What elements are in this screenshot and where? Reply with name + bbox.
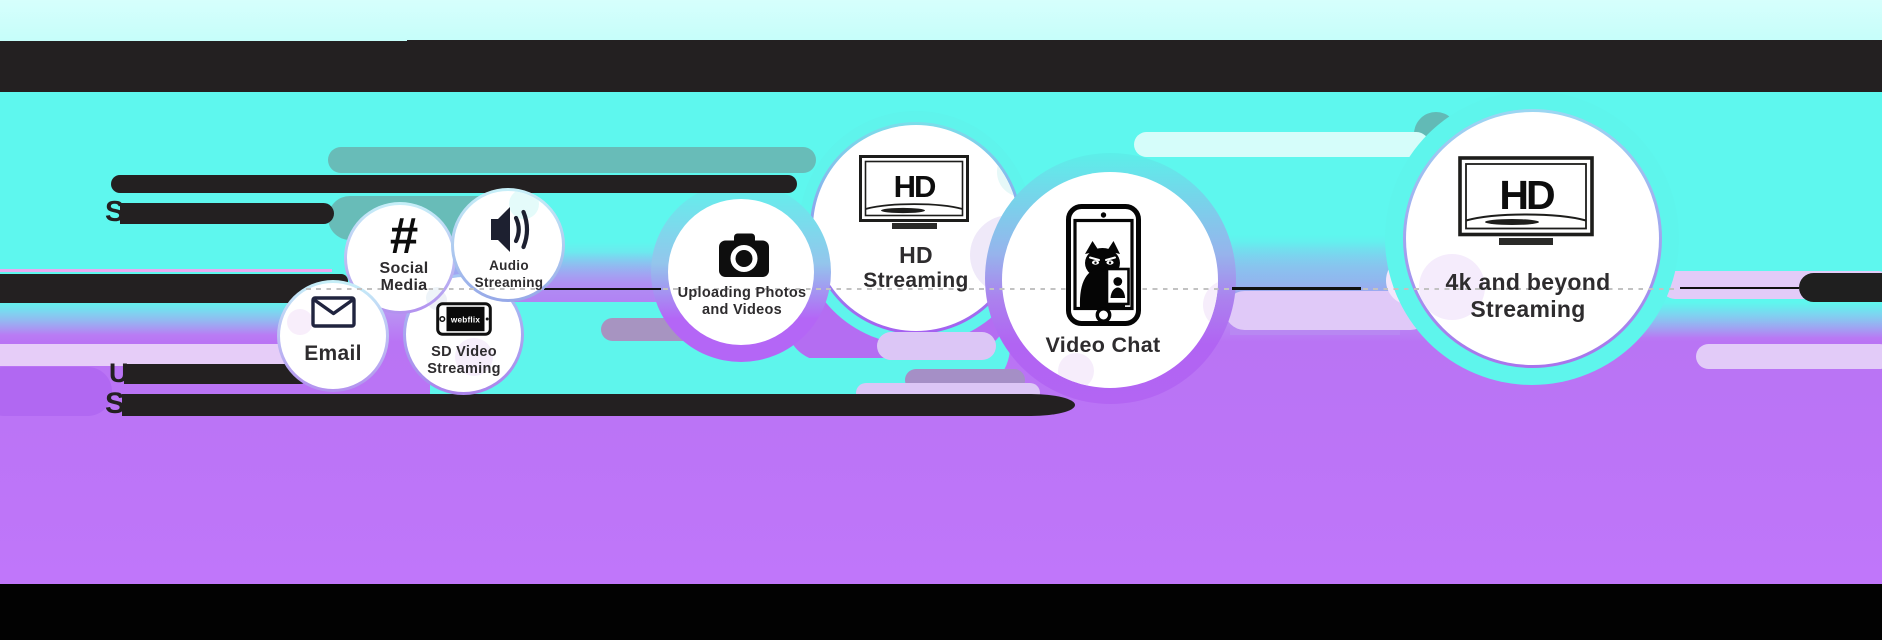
svg-text:HD: HD	[1499, 172, 1554, 218]
svg-text:webflix: webflix	[450, 316, 480, 325]
svg-text:HD: HD	[894, 169, 936, 204]
